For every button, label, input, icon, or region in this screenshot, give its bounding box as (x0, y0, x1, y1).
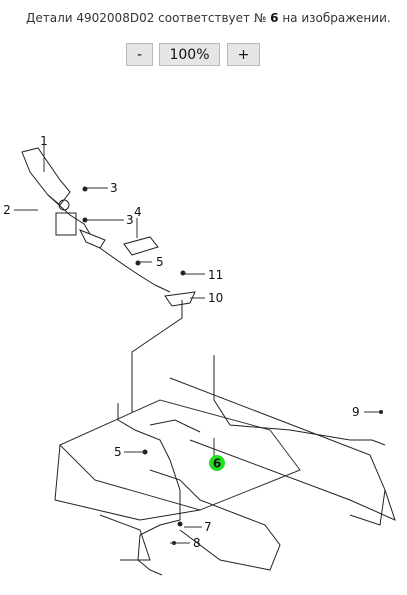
callout-label: 3 (126, 213, 134, 227)
bolt-icon (82, 186, 88, 192)
callout-label: 9 (352, 405, 360, 419)
floor-panel-outline (59, 399, 301, 511)
caption-prefix: Детали 4902008D02 соответствует № (26, 11, 267, 25)
frame-rail-right (169, 377, 396, 521)
callout-label: 8 (193, 536, 201, 550)
callout-label: 10 (208, 291, 223, 305)
frame-rail-left (54, 444, 201, 521)
equalizer-bracket (78, 229, 106, 249)
crossmember (149, 469, 281, 571)
rear-cable-right (213, 355, 372, 441)
brake-lever (21, 147, 71, 206)
callout-label: 11 (208, 268, 223, 282)
cable-yoke (149, 419, 201, 433)
zoom-out-button[interactable]: - (126, 43, 153, 66)
rear-cable-left (117, 403, 181, 520)
lever-bracket (55, 212, 77, 236)
front-cable (99, 247, 171, 293)
callout-label: 2 (3, 203, 11, 217)
callout-label: 5 (156, 255, 164, 269)
bolt-icon (180, 270, 186, 276)
cable-guide (164, 291, 196, 307)
bolt-icon (177, 521, 183, 527)
part-caption: Детали 4902008D02 соответствует № 6 на и… (26, 11, 391, 25)
callout-label: 4 (134, 205, 142, 219)
callout-label: 5 (114, 445, 122, 459)
bolt-icon (135, 260, 141, 266)
highlight-circle (209, 455, 225, 471)
highlight-callout-label: 6 (213, 457, 221, 471)
clip-bracket (123, 236, 159, 256)
bolt-icon (82, 217, 88, 223)
zoom-in-button[interactable]: + (227, 43, 260, 66)
callout-label: 1 (40, 134, 48, 148)
callout-label: 7 (204, 520, 212, 534)
zoom-reset-button[interactable]: 100% (159, 43, 220, 66)
selected-part-marker[interactable]: 6 (209, 455, 225, 471)
caption-suffix: на изображении. (282, 11, 391, 25)
callout-label: 3 (110, 181, 118, 195)
rear-cable-center (131, 300, 183, 412)
caption-number: 6 (270, 11, 279, 25)
